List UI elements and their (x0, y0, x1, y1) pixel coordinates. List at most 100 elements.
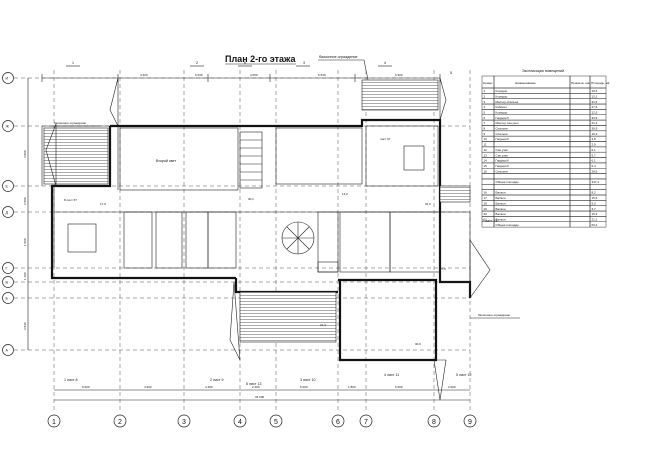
building-walls (41, 79, 472, 362)
railing-label-left: балконное ограждение (54, 121, 86, 125)
table-cell: 6 (484, 116, 486, 120)
axis-left-Е: Е (6, 185, 9, 189)
header-number: Номер (483, 81, 493, 85)
balcony-bottom-center (239, 291, 337, 343)
table-cell: Коридор (496, 94, 508, 98)
table-cell: 63,2 (592, 223, 598, 227)
axis-bottom-8: 8 (432, 419, 436, 426)
table-row: 13 Сан.узел 5,7 (481, 151, 607, 158)
sheet-ref-4: 3 лист 10 (300, 378, 316, 382)
header-note: Примеча- ние (571, 81, 591, 85)
second-light-void (119, 127, 239, 191)
table-cell: 12,5 (592, 110, 598, 114)
room-area-7: 30,1 (248, 197, 254, 201)
axis-top-4: 4 (384, 61, 386, 65)
room-area-6: 17,0 (100, 202, 106, 206)
dim-bottom-6: 1 800 (348, 385, 356, 389)
table-cell: 4 (484, 105, 486, 109)
table-cell: 6,4 (592, 164, 597, 168)
table-cell: Балкон (496, 196, 506, 200)
table-cell: 13 (484, 153, 488, 157)
table-cell: 5,0 (592, 201, 597, 205)
axis-bottom-2: 2 (118, 419, 122, 426)
dim-top-2: 6 030 (195, 73, 203, 77)
bottom-dimension-chain: 5 000 4 900 4 400 2 400 5 000 1 800 5 00… (47, 385, 477, 428)
axis-top-5: 5 (450, 71, 452, 75)
table-cell: Общая площадь (496, 223, 520, 227)
table-cell: 8 (484, 127, 486, 131)
dim-left-5: 3 840 (23, 322, 27, 330)
table-cell: 11 (484, 143, 487, 147)
table-cell: 17 (484, 196, 488, 200)
table-cell: 31,5 (592, 100, 598, 104)
room-labels: Второй свет 13,2 31,5 27,6 21,3 30,9 17,… (100, 159, 446, 346)
table-cell: Коридор (496, 89, 508, 93)
axis-top-1: 1 (72, 61, 74, 65)
sheet-ref-2: 2 лист 9 (210, 378, 224, 382)
table-cell: 16 (484, 191, 488, 195)
table-cell: Общая площадь (496, 180, 520, 184)
table-cell: 21,2 (592, 217, 598, 221)
dim-bottom-7: 5 000 (395, 385, 403, 389)
table-cell: 2 (484, 94, 486, 98)
dim-top-5: 6 900 (395, 73, 403, 77)
table-cell: 2,9 (592, 143, 597, 147)
axis-left-Б: Б (6, 297, 9, 301)
table-cell: 19,5 (592, 89, 598, 93)
table-cell: 16,2 (592, 212, 598, 216)
table-cell: 9 (484, 132, 486, 136)
railing-label-right: балконное ограждение (478, 313, 510, 317)
dim-bottom-5: 5 000 (300, 385, 308, 389)
axis-left-В: В (6, 281, 9, 285)
explication-table: Экспликация помещений Номер Наименование… (481, 69, 610, 228)
sheet-ref-9: лист 97 (380, 137, 391, 141)
bathtub (317, 261, 339, 273)
dim-bottom-1: 5 000 (82, 385, 90, 389)
axis-top-2: 2 (196, 61, 198, 65)
axis-left-Г: Г (6, 267, 8, 271)
bed-left (67, 223, 97, 253)
top-axis-markers: 1 2 6 3 4 5 (66, 61, 452, 75)
table-cell: 3,7 (592, 207, 597, 211)
dim-bottom-3: 4 400 (205, 385, 213, 389)
table-cell: 28,5 (592, 169, 598, 173)
table-cell: 27,6 (592, 105, 598, 109)
table-cell: Гардероб (496, 164, 509, 168)
table-cell: 13,2 (592, 94, 598, 98)
table-cell: Сан.узел (496, 153, 509, 157)
table-cell: 33,9 (592, 116, 598, 120)
table-cell: Спальня (496, 169, 508, 173)
sheet-ref-7: 7 лист 14 (482, 219, 498, 223)
table-cell: 5 (484, 110, 486, 114)
table-row: 2 Коридор 13,2 (481, 93, 607, 99)
table-cell: Мастер-спальня (496, 100, 519, 104)
dim-left-4: 1 100 (23, 272, 27, 280)
table-cell: 20 (484, 212, 488, 216)
table-cell: 19 (484, 207, 488, 211)
table-cell: 5,7 (592, 153, 597, 157)
axis-left-Д: Д (6, 211, 9, 215)
table-cell: Мастер сан.узел (496, 121, 519, 125)
room-area-2: 31,5 (425, 202, 431, 206)
axis-bottom-5: 5 (274, 419, 278, 426)
staircase-main (239, 131, 263, 189)
table-cell: Коридор (496, 110, 508, 114)
room-area-5: 30,9 (415, 342, 421, 346)
room-area-1: 13,2 (342, 192, 348, 196)
